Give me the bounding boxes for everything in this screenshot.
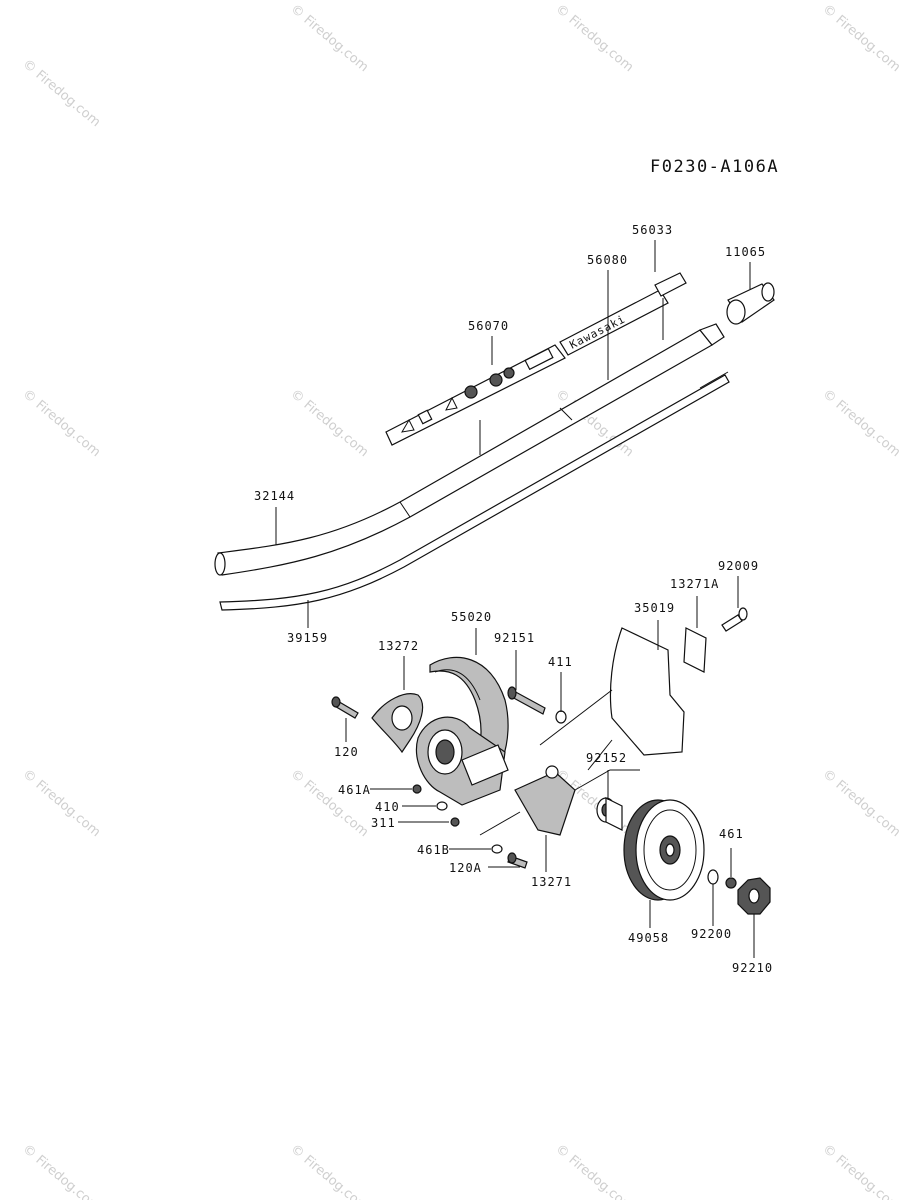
washer-461B bbox=[491, 844, 503, 854]
part-label-461: 461 bbox=[719, 827, 744, 841]
watermark: © Firedog.com bbox=[19, 1142, 103, 1200]
leader-lines bbox=[275, 240, 755, 958]
tube-cap bbox=[726, 282, 775, 325]
blade-cover bbox=[609, 627, 685, 756]
part-label-56080: 56080 bbox=[587, 253, 628, 267]
part-label-92210: 92210 bbox=[732, 961, 773, 975]
wheel-bracket bbox=[514, 765, 576, 836]
brand-decal-text: Kawasaki bbox=[567, 312, 627, 351]
part-label-11065: 11065 bbox=[725, 245, 766, 259]
watermark: © Firedog.com bbox=[819, 2, 903, 76]
watermark: © Firedog.com bbox=[819, 387, 903, 461]
part-label-461A: 461A bbox=[338, 783, 371, 797]
washer-410 bbox=[436, 801, 448, 811]
part-label-311: 311 bbox=[371, 816, 396, 830]
watermark: © Firedog.com bbox=[819, 767, 903, 841]
watermark: © Firedog.com bbox=[287, 767, 371, 841]
part-labels: 56033 11065 56080 56070 32144 39159 9200… bbox=[254, 223, 773, 975]
shaft-tube bbox=[214, 323, 725, 576]
part-label-32144: 32144 bbox=[254, 489, 295, 503]
watermark-layer: © Firedog.com © Firedog.com © Firedog.co… bbox=[19, 2, 903, 1200]
part-label-39159: 39159 bbox=[287, 631, 328, 645]
washer-92200 bbox=[707, 869, 719, 885]
watermark: © Firedog.com bbox=[552, 1142, 636, 1200]
part-label-92009: 92009 bbox=[718, 559, 759, 573]
part-label-410: 410 bbox=[375, 800, 400, 814]
part-label-56070: 56070 bbox=[468, 319, 509, 333]
part-label-13272: 13272 bbox=[378, 639, 419, 653]
nut-461A bbox=[412, 784, 422, 794]
gear-housing bbox=[416, 716, 509, 806]
watermark: © Firedog.com bbox=[287, 387, 371, 461]
watermark: © Firedog.com bbox=[19, 767, 103, 841]
part-label-13271A: 13271A bbox=[670, 577, 719, 591]
part-label-120: 120 bbox=[334, 745, 359, 759]
part-label-49058: 49058 bbox=[628, 931, 669, 945]
bolt-92151 bbox=[507, 686, 546, 715]
part-label-92152: 92152 bbox=[586, 751, 627, 765]
nut-461 bbox=[725, 877, 737, 889]
watermark: © Firedog.com bbox=[19, 57, 103, 131]
bolt-120 bbox=[331, 696, 359, 719]
warning-decal-56070 bbox=[385, 344, 566, 446]
watermark: © Firedog.com bbox=[552, 2, 636, 76]
part-label-120A: 120A bbox=[449, 861, 482, 875]
part-label-92151: 92151 bbox=[494, 631, 535, 645]
watermark: © Firedog.com bbox=[287, 2, 371, 76]
cover-plate bbox=[683, 627, 707, 673]
part-label-56033: 56033 bbox=[632, 223, 673, 237]
watermark: © Firedog.com bbox=[819, 1142, 903, 1200]
part-label-411: 411 bbox=[548, 655, 573, 669]
bolt-120A bbox=[507, 852, 528, 869]
drive-shaft bbox=[219, 371, 730, 611]
wheel-knob bbox=[737, 877, 771, 915]
washer-411 bbox=[555, 710, 567, 724]
guard-plate bbox=[371, 693, 424, 754]
watermark: © Firedog.com bbox=[19, 387, 103, 461]
wheel bbox=[623, 799, 705, 901]
part-label-55020: 55020 bbox=[451, 610, 492, 624]
brand-decal-56080: Kawasaki bbox=[559, 289, 669, 356]
diagram-code: F0230-A106A bbox=[650, 157, 779, 177]
nut-311 bbox=[450, 817, 460, 827]
watermark: © Firedog.com bbox=[287, 1142, 371, 1200]
spacer-92152 bbox=[596, 797, 623, 831]
part-label-461B: 461B bbox=[417, 843, 450, 857]
part-label-35019: 35019 bbox=[634, 601, 675, 615]
bolt-92009 bbox=[721, 607, 748, 632]
label-decal-56033 bbox=[654, 272, 687, 297]
part-label-13271: 13271 bbox=[531, 875, 572, 889]
part-label-92200: 92200 bbox=[691, 927, 732, 941]
